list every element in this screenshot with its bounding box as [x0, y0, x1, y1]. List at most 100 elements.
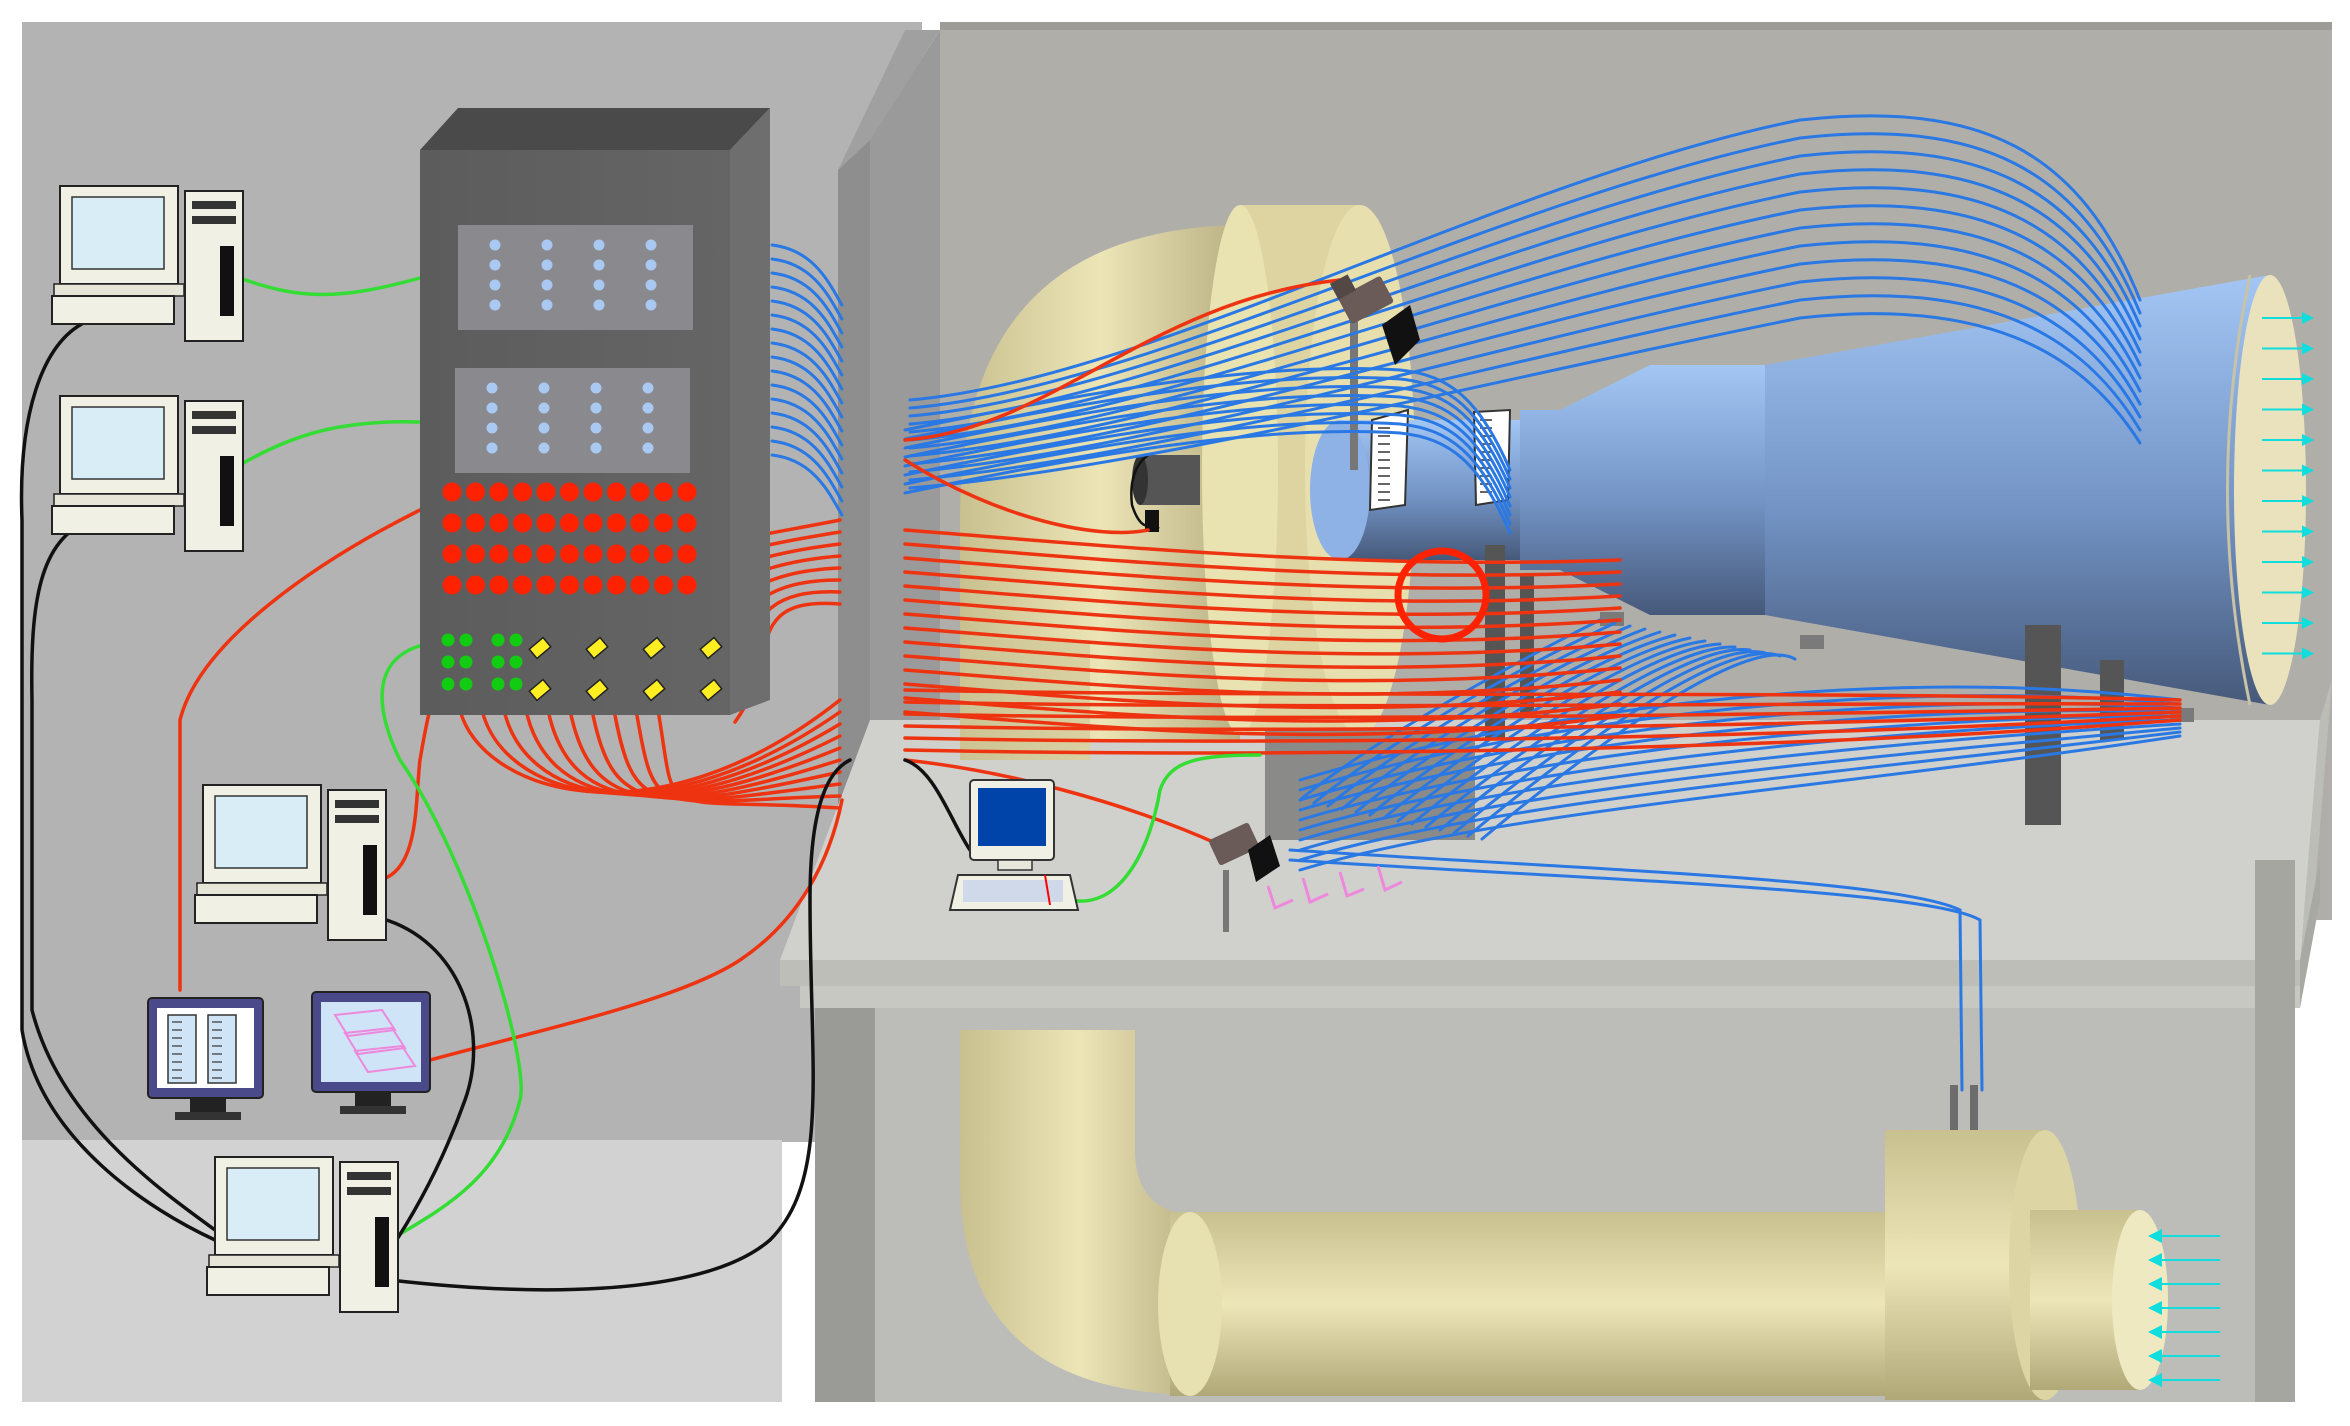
flow-arrow-icon [2148, 1277, 2220, 1291]
blue-cable [908, 204, 2142, 442]
red-connector [513, 482, 532, 502]
blue-cable [770, 411, 844, 475]
blue-cable [770, 453, 844, 517]
blue-cable [908, 222, 2142, 450]
flow-arrow-icon [2148, 1301, 2220, 1315]
yellow-connector-chip [699, 678, 723, 702]
red-cable [903, 758, 1222, 847]
blue-cable [770, 271, 844, 335]
blue-cable [908, 150, 2142, 418]
red-cable [903, 570, 1622, 603]
flow-arrow-icon [2262, 403, 2314, 416]
red-cable [634, 708, 842, 804]
red-cable [903, 718, 2182, 755]
red-connector [489, 513, 509, 533]
panel-dot [642, 422, 654, 434]
nozzle-outlet-face [2234, 275, 2306, 705]
fan-inlet-face [2112, 1210, 2168, 1390]
blue-cable [770, 257, 844, 321]
partition-wall-front [838, 140, 870, 862]
flow-arrow-icon [2262, 586, 2314, 599]
yellow-connector-chip [585, 636, 609, 660]
left-floor [22, 1140, 782, 1402]
panel-dot [541, 259, 553, 271]
green-connector [441, 677, 455, 691]
angle-gauge-icon [1368, 408, 1410, 512]
red-cable [903, 278, 1342, 442]
blue-cable [908, 240, 2142, 458]
yellow-connector-chip [642, 636, 666, 660]
red-connector [513, 544, 532, 564]
red-connector [654, 575, 673, 595]
air-supply-duct [960, 1030, 2220, 1400]
green-connector [509, 633, 523, 647]
yellow-connector-chip [528, 678, 552, 702]
red-connector [560, 513, 579, 533]
blue-cable [770, 369, 844, 433]
red-connector [489, 482, 509, 502]
blue-cable [1298, 722, 2182, 842]
red-cable [903, 700, 2182, 708]
blue-cable [770, 397, 844, 461]
green-connector [459, 655, 473, 669]
red-cable [903, 714, 2182, 743]
nozzle-stage-3 [1765, 275, 2270, 705]
blue-cable [1298, 618, 1602, 802]
panel-dot [486, 402, 498, 414]
table-front-lip [800, 986, 2300, 1008]
red-connector-grid [442, 482, 697, 595]
blue-cable [908, 276, 2142, 474]
cabinet-top [420, 108, 770, 150]
red-connector [607, 575, 626, 595]
flow-arrow-icon [2262, 464, 2314, 477]
display-monitors [147, 991, 431, 1120]
blue-cable [903, 402, 1512, 508]
duct-support-1 [1950, 1085, 1958, 1130]
table-leg-right [2255, 860, 2295, 1402]
nozzle-stage-1-face [1310, 420, 1370, 560]
panel-dot [541, 299, 553, 311]
crt-monitor-icon [311, 991, 431, 1114]
red-connector [607, 482, 626, 502]
panel-dot [590, 442, 602, 454]
blue-cable [903, 411, 1512, 517]
yellow-connector-chips [528, 636, 723, 702]
nozzle-support-2 [1520, 575, 1534, 715]
red-connector [442, 544, 462, 564]
red-connector [442, 575, 462, 595]
blue-cable [770, 299, 844, 363]
red-cable [903, 706, 2182, 720]
blue-cable [770, 355, 844, 419]
blue-cable [1298, 730, 2182, 862]
blue-cable [908, 132, 2142, 410]
red-connector [489, 544, 509, 564]
green-connector [441, 655, 455, 669]
panel-dot [489, 259, 501, 271]
red-connector [630, 482, 650, 502]
flow-arrow-icon [2262, 312, 2314, 324]
panel-dot [538, 422, 550, 434]
duct-horizontal-end [1158, 1212, 1222, 1396]
blue-cable [770, 327, 844, 391]
nozzle-outlet-rim [2226, 274, 2252, 706]
crt-monitor-icon [147, 997, 264, 1120]
panel-dot [538, 402, 550, 414]
blue-cable [903, 429, 1512, 535]
yellow-connector-chip [699, 636, 723, 660]
blue-cable [1298, 718, 2182, 832]
red-connector [560, 575, 579, 595]
blue-cable [1312, 621, 1617, 805]
flow-arrow-icon [2262, 495, 2314, 507]
panel-dot [645, 279, 657, 291]
flow-arrow-icon [2262, 342, 2314, 355]
blue-cable [903, 420, 1512, 526]
panel-dot [593, 259, 605, 271]
flow-arrow-icon [2262, 434, 2314, 446]
blue-cable [1298, 685, 2182, 782]
red-cable [903, 654, 1622, 683]
flow-arrow-icon [2262, 556, 2314, 568]
red-connector [677, 544, 697, 564]
red-connector [536, 544, 556, 564]
red-connector [466, 544, 485, 564]
